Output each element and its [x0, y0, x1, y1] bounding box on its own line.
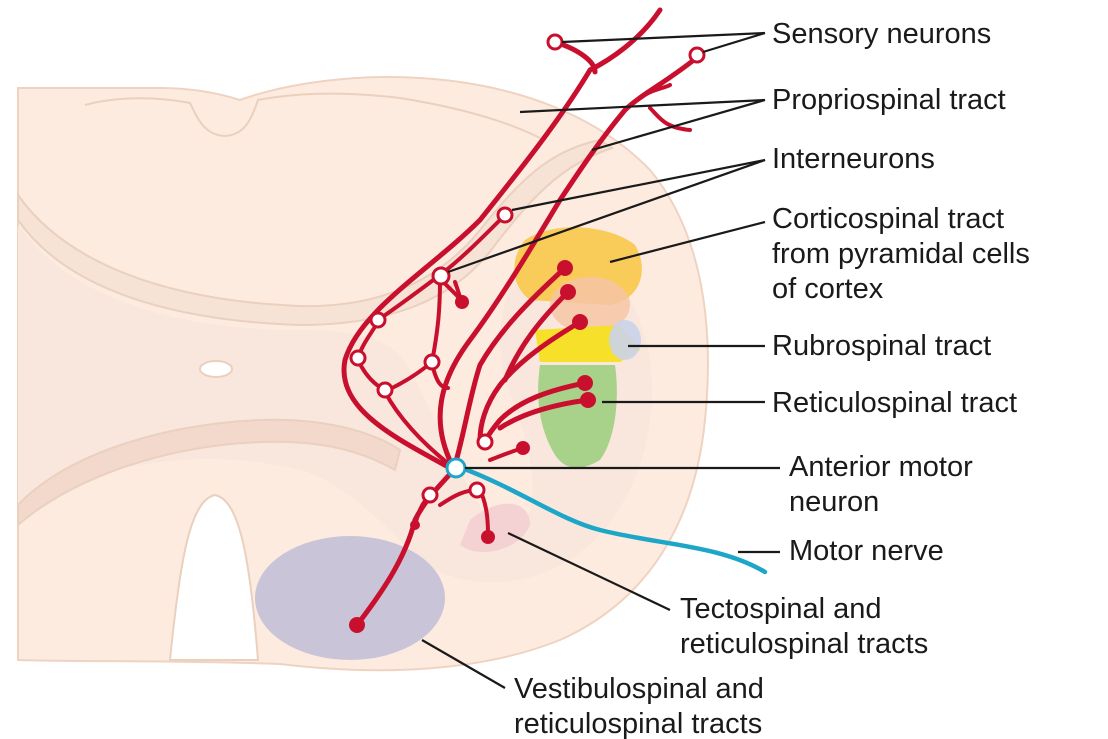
label-interneurons: Interneurons	[772, 142, 935, 177]
synapse-interneuron-2	[433, 268, 449, 284]
label-propriospinal-tract-text: Propriospinal tract	[772, 83, 1006, 118]
synapse-interneuron-9	[470, 483, 484, 497]
synapse-interneuron-6	[378, 383, 392, 397]
terminal-corticospinal-1	[557, 260, 573, 276]
rubrospinal-blue	[609, 320, 641, 360]
label-corticospinal-tract: Corticospinal tract from pyramidal cells…	[772, 202, 1030, 307]
label-propriospinal-tract: Propriospinal tract	[772, 83, 1006, 118]
synapse-interneuron-5	[425, 355, 439, 369]
synapse-interneuron-4	[351, 351, 365, 365]
label-corticospinal-line-3: of cortex	[772, 272, 1030, 307]
label-reticulospinal-tract: Reticulospinal tract	[772, 386, 1017, 421]
synapse-sensory-1	[548, 35, 562, 49]
label-corticospinal-line-2: from pyramidal cells	[772, 237, 1030, 272]
label-interneurons-text: Interneurons	[772, 142, 935, 177]
synapse-interneuron-1	[498, 208, 512, 222]
synapse-sensory-2	[690, 48, 704, 62]
terminal-tectospinal-1	[516, 441, 530, 455]
label-reticulospinal-tract-text: Reticulospinal tract	[772, 386, 1017, 421]
terminal-corticospinal-3	[572, 314, 588, 330]
label-tectospinal-line-2: reticulospinal tracts	[680, 627, 928, 662]
central-canal	[200, 361, 232, 377]
label-tectospinal-tracts: Tectospinal and reticulospinal tracts	[680, 592, 928, 662]
label-corticospinal-line-1: Corticospinal tract	[772, 202, 1030, 237]
terminal-reticulospinal	[580, 392, 596, 408]
synapse-interneuron-3	[371, 313, 385, 327]
label-anterior-motor-neuron: Anterior motor neuron	[789, 450, 973, 520]
synapse-interneuron-7	[478, 435, 492, 449]
leader-sensory-1	[562, 33, 765, 42]
terminal-interneuron	[455, 295, 469, 309]
terminal-tectospinal-2	[481, 530, 495, 544]
label-vestibulospinal-tracts: Vestibulospinal and reticulospinal tract…	[514, 672, 764, 739]
label-vestibulospinal-line-1: Vestibulospinal and	[514, 672, 764, 707]
label-anterior-motor-line-2: neuron	[789, 485, 973, 520]
label-tectospinal-line-1: Tectospinal and	[680, 592, 928, 627]
label-vestibulospinal-line-2: reticulospinal tracts	[514, 707, 764, 739]
terminal-corticospinal-2	[560, 284, 576, 300]
terminal-vestibulospinal	[349, 617, 365, 633]
label-motor-nerve-text: Motor nerve	[789, 534, 944, 569]
label-rubrospinal-tract: Rubrospinal tract	[772, 329, 991, 364]
terminal-lower	[410, 520, 420, 530]
terminal-rubrospinal	[577, 375, 593, 391]
label-rubrospinal-tract-text: Rubrospinal tract	[772, 329, 991, 364]
label-sensory-neurons: Sensory neurons	[772, 17, 991, 52]
label-motor-nerve: Motor nerve	[789, 534, 944, 569]
label-sensory-neurons-text: Sensory neurons	[772, 17, 991, 52]
label-anterior-motor-line-1: Anterior motor	[789, 450, 973, 485]
synapse-interneuron-8	[423, 488, 437, 502]
anterior-motor-neuron-body	[447, 459, 465, 477]
vestibulospinal-region	[255, 536, 445, 660]
